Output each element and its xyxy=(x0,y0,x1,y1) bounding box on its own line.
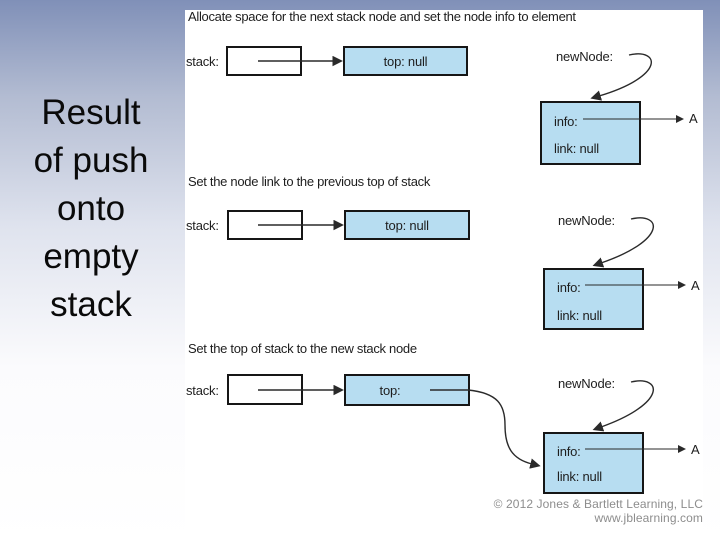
slide-title-line: of push xyxy=(33,141,149,180)
copyright-line-2: www.jblearning.com xyxy=(594,511,703,525)
info-field-label-1: info: xyxy=(554,114,578,129)
slide-title: Result of push onto empty stack xyxy=(0,89,182,329)
step-caption-3: Set the top of stack to the new stack no… xyxy=(188,341,417,356)
stack-label-3: stack: xyxy=(186,383,219,398)
new-node-label-3: newNode: xyxy=(558,376,615,391)
slide-title-line: empty xyxy=(43,237,139,276)
new-node-box-3: info: link: null xyxy=(543,432,644,494)
step-caption-2: Set the node link to the previous top of… xyxy=(188,174,431,189)
info-field-label-2: info: xyxy=(557,280,581,295)
new-node-box-2: info: link: null xyxy=(543,268,644,330)
stack-label-2: stack: xyxy=(186,218,219,233)
new-node-label-1: newNode: xyxy=(556,49,613,64)
top-node-box-1: top: null xyxy=(343,46,468,76)
link-field-label-1: link: null xyxy=(554,141,599,156)
top-node-box-3: top: xyxy=(344,374,470,406)
stack-pointer-box-1 xyxy=(226,46,302,76)
copyright-line-1: © 2012 Jones & Bartlett Learning, LLC xyxy=(493,497,703,511)
top-node-text-3: top: xyxy=(379,382,401,398)
stack-label-1: stack: xyxy=(186,54,219,69)
info-field-label-3: info: xyxy=(557,444,581,459)
link-field-label-2: link: null xyxy=(557,308,602,323)
info-target-value-1: A xyxy=(689,111,698,126)
copyright: © 2012 Jones & Bartlett Learning, LLC ww… xyxy=(494,497,703,525)
info-target-value-3: A xyxy=(691,442,700,457)
new-node-box-1: info: link: null xyxy=(540,101,641,165)
new-node-label-2: newNode: xyxy=(558,213,615,228)
top-node-box-2: top: null xyxy=(344,210,470,240)
slide-title-line: Result xyxy=(41,93,141,132)
slide-title-line: onto xyxy=(56,189,126,228)
slide-title-line: stack xyxy=(50,285,132,324)
stack-pointer-box-3 xyxy=(227,374,303,405)
top-node-text-2: top: null xyxy=(385,217,429,233)
step-caption-1: Allocate space for the next stack node a… xyxy=(188,9,576,24)
info-target-value-2: A xyxy=(691,278,700,293)
link-field-label-3: link: null xyxy=(557,469,602,484)
stack-pointer-box-2 xyxy=(227,210,303,240)
top-node-text-1: top: null xyxy=(383,53,428,69)
